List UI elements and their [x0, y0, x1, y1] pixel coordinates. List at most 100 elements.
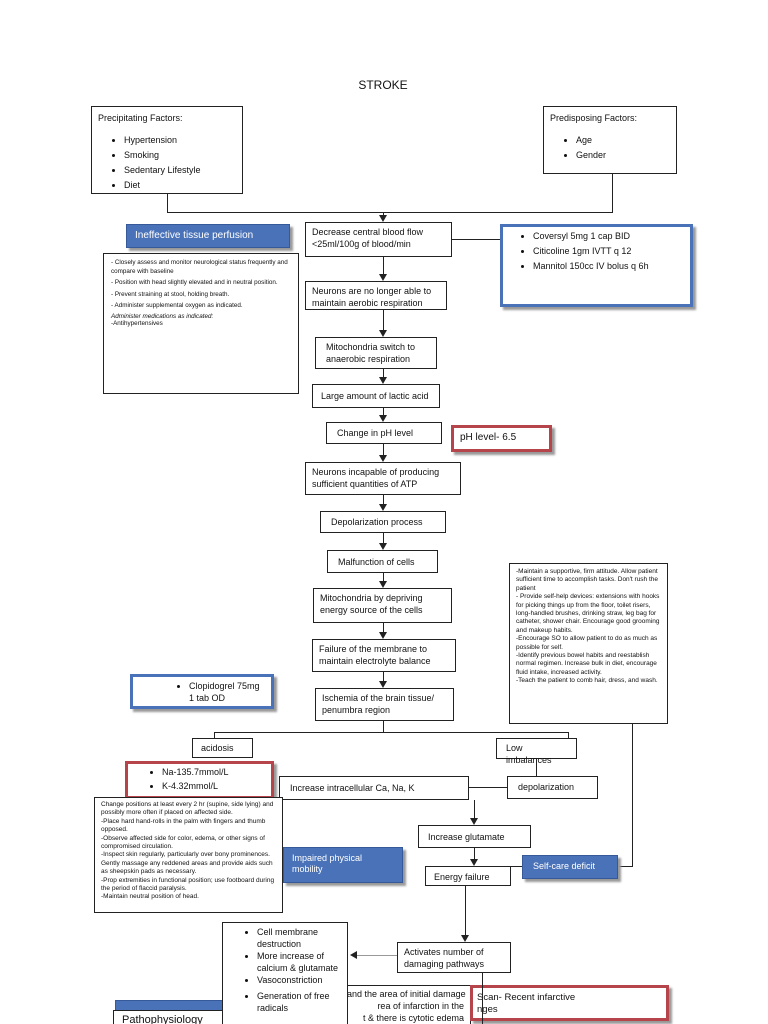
- arrow: [379, 581, 387, 588]
- list-item: Smoking: [124, 149, 236, 161]
- connector: [468, 787, 507, 788]
- clopidogrel-box: Clopidogrel 75mg 1 tab OD: [130, 674, 274, 709]
- list-item: Na-135.7mmol/L: [162, 766, 267, 778]
- connector: [383, 212, 384, 216]
- connector: [167, 212, 613, 213]
- arrow: [350, 951, 357, 959]
- arrow: [379, 504, 387, 511]
- flow-ischemia: Ischemia of the brain tissue/ penumbra r…: [315, 688, 454, 721]
- connector: [482, 973, 483, 1024]
- text: rea of infarction in the: [377, 1001, 464, 1011]
- flow-lactic-acid: Large amount of lactic acid: [312, 384, 440, 408]
- heading: Predisposing Factors:: [550, 113, 638, 123]
- list-item: Age: [576, 134, 670, 146]
- arrow: [379, 681, 387, 688]
- flow-depolarization: depolarization: [507, 776, 598, 799]
- arrow: [379, 330, 387, 337]
- list-item: Gender: [576, 149, 670, 161]
- connector: [383, 444, 384, 455]
- list-item: Cell membrane destruction: [257, 926, 343, 950]
- connector: [511, 866, 522, 867]
- text: Change positions at least every 2 hr (su…: [101, 801, 275, 901]
- flow-ph-change: Change in pH level: [326, 422, 442, 444]
- flow-neurons-aerobic: Neurons are no longer able to maintain a…: [305, 281, 447, 310]
- arrow: [379, 415, 387, 422]
- predisposing-factors-box: Predisposing Factors: AgeGender: [543, 106, 677, 174]
- list-item: Clopidogrel 75mg 1 tab OD: [189, 680, 267, 704]
- text: -Antihypertensives: [111, 319, 163, 327]
- text: nges: [477, 1004, 498, 1015]
- connector: [612, 174, 613, 212]
- flow-mitochondria-deprive: Mitochondria by depriving energy source …: [313, 588, 452, 623]
- flow-damage-partial: and the area of initial damage rea of inf…: [346, 985, 471, 1024]
- flow-low-imbalances: Low imbalances: [496, 738, 577, 765]
- connector: [383, 257, 384, 274]
- connector: [383, 623, 384, 632]
- list-item: Hypertension: [124, 134, 236, 146]
- medications-box: Coversyl 5mg 1 cap BID Citicoline 1gm IVT…: [500, 224, 693, 307]
- list-item: Coversyl 5mg 1 cap BID: [533, 230, 686, 242]
- precipitating-factors-box: Precipitating Factors: HypertensionSmoki…: [91, 106, 243, 194]
- arrow: [379, 632, 387, 639]
- list-item: K-4.32mmol/L: [162, 780, 267, 792]
- dx-impaired-physical-mobility: Impaired physical mobility: [283, 847, 403, 883]
- connector: [214, 732, 215, 738]
- arrow: [461, 935, 469, 942]
- connector: [383, 672, 384, 681]
- text: and the area of initial damage: [347, 989, 466, 999]
- text: Administer medications as indicated:: [111, 312, 214, 320]
- arrow: [470, 818, 478, 825]
- connector: [383, 310, 384, 330]
- list-item: More increase of calcium & glutamate: [257, 950, 343, 974]
- connector: [452, 239, 500, 240]
- connector: [474, 800, 475, 818]
- flow-atp: Neurons incapable of producing sufficien…: [305, 462, 461, 495]
- connector: [536, 759, 537, 776]
- connector: [465, 886, 466, 935]
- text: - Administer supplemental oxygen as indi…: [111, 302, 243, 310]
- flow-intracellular: Increase intracellular Ca, Na, K: [279, 776, 469, 800]
- connector: [383, 408, 384, 415]
- list-item: Citicoline 1gm IVTT q 12: [533, 245, 686, 257]
- connector: [474, 848, 475, 859]
- flow-acidosis: acidosis: [192, 738, 253, 758]
- arrow: [379, 377, 387, 384]
- pathophysiology-label: Pathophysiology: [113, 1010, 228, 1024]
- list-item: Vasoconstriction: [257, 974, 343, 986]
- heading: Precipitating Factors:: [98, 113, 183, 123]
- connector: [214, 732, 569, 733]
- list-item: Mannitol 150cc IV bolus q 6h: [533, 260, 686, 272]
- dx-ineffective-tissue-perfusion: Ineffective tissue perfusion: [126, 224, 290, 248]
- connector: [383, 533, 384, 543]
- lab-electrolytes: Na-135.7mmol/L K-4.32mmol/L: [125, 761, 274, 799]
- arrow: [379, 455, 387, 462]
- text: - Closely assess and monitor neurologica…: [111, 259, 288, 275]
- mobility-interventions-box: Change positions at least every 2 hr (su…: [94, 797, 283, 913]
- list-item: Sedentary Lifestyle: [124, 164, 236, 176]
- text: -Maintain a supportive, firm attitude. A…: [516, 568, 660, 685]
- connector: [632, 724, 633, 867]
- connector: [568, 732, 569, 738]
- text: Scan- Recent infarctive: [477, 992, 576, 1003]
- dx-self-care-deficit: Self-care deficit: [522, 855, 618, 879]
- connector: [357, 955, 397, 956]
- arrow: [379, 215, 387, 222]
- flow-malfunction: Malfunction of cells: [327, 550, 438, 573]
- arrow: [470, 859, 478, 866]
- text: - Prevent straining at stool, holding br…: [111, 290, 230, 298]
- connector: [383, 721, 384, 732]
- cell-damage-list: Cell membrane destructionMore increase o…: [222, 922, 348, 1024]
- flow-energy-failure: Energy failure: [425, 866, 511, 886]
- connector: [167, 194, 168, 212]
- arrow: [379, 274, 387, 281]
- selfcare-interventions-box: -Maintain a supportive, firm attitude. A…: [509, 563, 668, 724]
- text: - Position with head slightly elevated a…: [111, 279, 278, 287]
- flow-decrease-blood-flow: Decrease central blood flow <25ml/100g o…: [305, 222, 452, 257]
- list-item: Generation of free radicals: [257, 990, 343, 1014]
- connector: [617, 866, 633, 867]
- flow-glutamate: Increase glutamate: [418, 825, 531, 848]
- list-item: Diet: [124, 179, 236, 191]
- flow-mitochondria-switch: Mitochondria switch to anaerobic respira…: [315, 337, 437, 369]
